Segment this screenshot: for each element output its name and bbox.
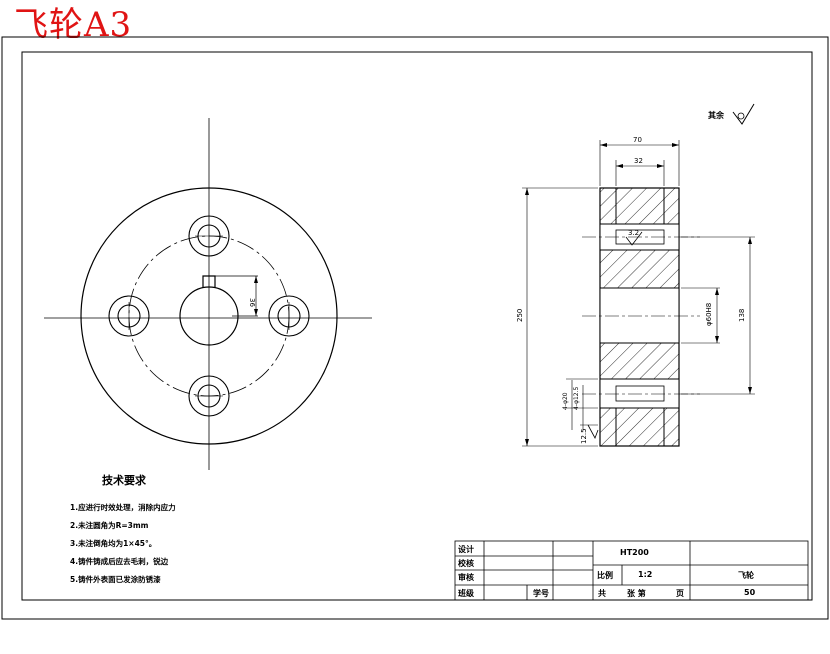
keyway-dim: 36 — [248, 298, 256, 307]
tech-item: 4.铸件铸成后应去毛刺，锐边 — [70, 557, 169, 566]
outer-diameter-dim: 250 — [516, 309, 524, 322]
tb-check: 校核 — [458, 559, 474, 568]
tb-sheet-num: 张 第 — [627, 589, 646, 598]
title-block — [454, 540, 809, 601]
roughness-note-text: 其余 — [708, 110, 725, 120]
tech-item: 5.铸件外表面已发涂防锈漆 — [70, 575, 161, 584]
tb-design: 设计 — [458, 545, 474, 554]
tb-scale-label: 比例 — [597, 571, 613, 580]
outer-circle — [80, 187, 338, 445]
section-view: 70 32 250 138 φ60H8 — [516, 136, 755, 447]
bore-dim: φ60H8 — [705, 303, 713, 326]
tb-quantity: 50 — [744, 588, 756, 597]
general-roughness-note: 其余 — [708, 103, 755, 125]
tech-item: 1.应进行时效处理，消除内应力 — [70, 503, 176, 512]
tb-page: 页 — [676, 589, 684, 598]
tech-item: 3.未注倒角均为1×45°。 — [70, 539, 157, 548]
tb-part-name: 飞轮 — [738, 571, 754, 580]
inner-border — [21, 51, 813, 601]
tb-material: HT200 — [620, 548, 649, 557]
tb-class: 班级 — [458, 589, 474, 598]
hole-spec-a: 4-φ20 — [562, 392, 569, 410]
tb-sheet-total: 共 — [598, 589, 606, 598]
roughness-b: 12.5 — [580, 428, 588, 444]
overall-width-dim: 70 — [633, 136, 642, 144]
outer-border — [1, 36, 829, 620]
tech-heading: 技术要求 — [102, 474, 146, 487]
tb-review: 审核 — [458, 573, 474, 582]
drawing-title: 飞轮A3 — [14, 5, 133, 45]
hub-width-dim: 32 — [634, 157, 643, 165]
tb-scale: 1:2 — [638, 570, 653, 579]
tech-item: 2.未注圆角为R=3mm — [70, 521, 149, 530]
tb-student-id: 学号 — [533, 589, 549, 598]
roughness-a: 3.2 — [628, 229, 639, 237]
hole-spec-b: 4-φ12.5 — [573, 387, 580, 410]
front-view: 36 — [44, 118, 372, 470]
technical-requirements: 技术要求 1.应进行时效处理，消除内应力 2.未注圆角为R=3mm 3.未注倒角… — [70, 472, 176, 592]
bolt-circle-dim: 138 — [738, 309, 746, 322]
